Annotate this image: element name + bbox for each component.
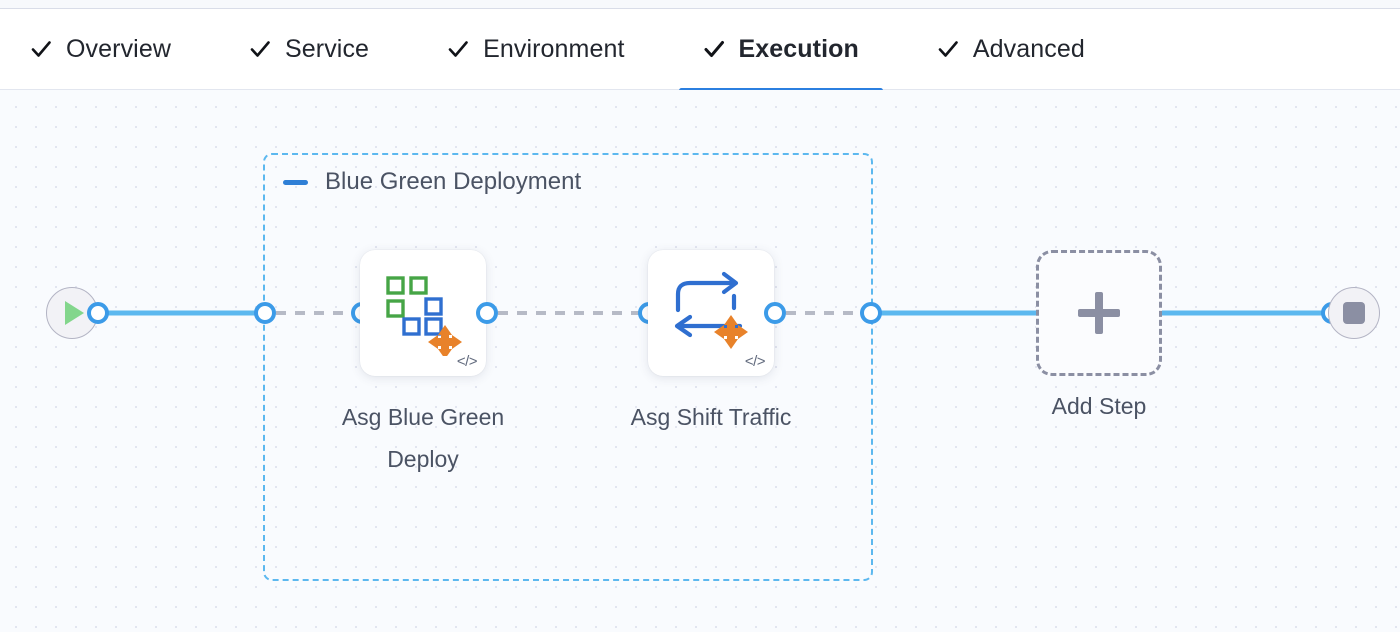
tab-overview[interactable]: Overview	[30, 9, 201, 90]
yaml-code-badge[interactable]: </>	[456, 353, 478, 370]
step-card[interactable]: </>	[360, 250, 486, 376]
collapse-dash-icon[interactable]	[283, 179, 308, 185]
end-node[interactable]	[1328, 287, 1380, 339]
tab-label: Advanced	[972, 34, 1085, 63]
window-top-strip	[0, 0, 1400, 9]
check-icon	[703, 38, 725, 60]
tab-label: Service	[285, 34, 370, 63]
add-step-label: Add Step	[1051, 393, 1147, 419]
start-node-output-port[interactable]	[87, 302, 109, 324]
step-group-title: Blue Green Deployment	[325, 168, 582, 195]
step-node-asg-blue-green-deploy[interactable]: </> Asg Blue Green Deploy	[342, 250, 504, 472]
tab-execution[interactable]: Execution	[678, 9, 889, 93]
step2-output-port[interactable]	[764, 302, 786, 324]
check-icon	[937, 38, 959, 60]
check-icon	[30, 38, 52, 60]
execution-graph-canvas[interactable]: Blue Green Deployment	[0, 90, 1400, 632]
add-step-node[interactable]: Add Step	[1036, 250, 1162, 419]
step-card[interactable]: </>	[648, 250, 774, 376]
plus-icon	[1078, 292, 1120, 334]
step-group-header[interactable]: Blue Green Deployment	[283, 168, 581, 196]
stop-icon	[1343, 302, 1365, 324]
tab-service[interactable]: Service	[249, 9, 399, 90]
asg-shift-traffic-icon	[668, 270, 754, 356]
check-icon	[447, 38, 469, 60]
check-icon	[249, 38, 271, 60]
tab-advanced[interactable]: Advanced	[937, 9, 1115, 90]
step-label: Asg Blue Green Deploy	[341, 404, 505, 472]
tab-environment[interactable]: Environment	[447, 9, 654, 90]
step1-output-port[interactable]	[476, 302, 498, 324]
yaml-code-badge[interactable]: </>	[744, 353, 766, 370]
asg-blue-green-deploy-icon	[380, 270, 466, 359]
tab-label: Overview	[66, 34, 171, 63]
tab-label: Execution	[738, 34, 859, 63]
tab-label: Environment	[483, 34, 625, 63]
stage-config-tabbar: Overview Service Environment Execution	[0, 9, 1400, 93]
group-output-port[interactable]	[860, 302, 882, 324]
start-node[interactable]	[46, 287, 98, 339]
play-icon	[65, 301, 84, 325]
add-step-button[interactable]	[1036, 250, 1162, 376]
step-node-asg-shift-traffic[interactable]: </> Asg Shift Traffic	[631, 250, 791, 430]
step-label: Asg Shift Traffic	[630, 404, 792, 430]
step-group-boundary[interactable]	[263, 153, 873, 581]
group-input-port[interactable]	[254, 302, 276, 324]
